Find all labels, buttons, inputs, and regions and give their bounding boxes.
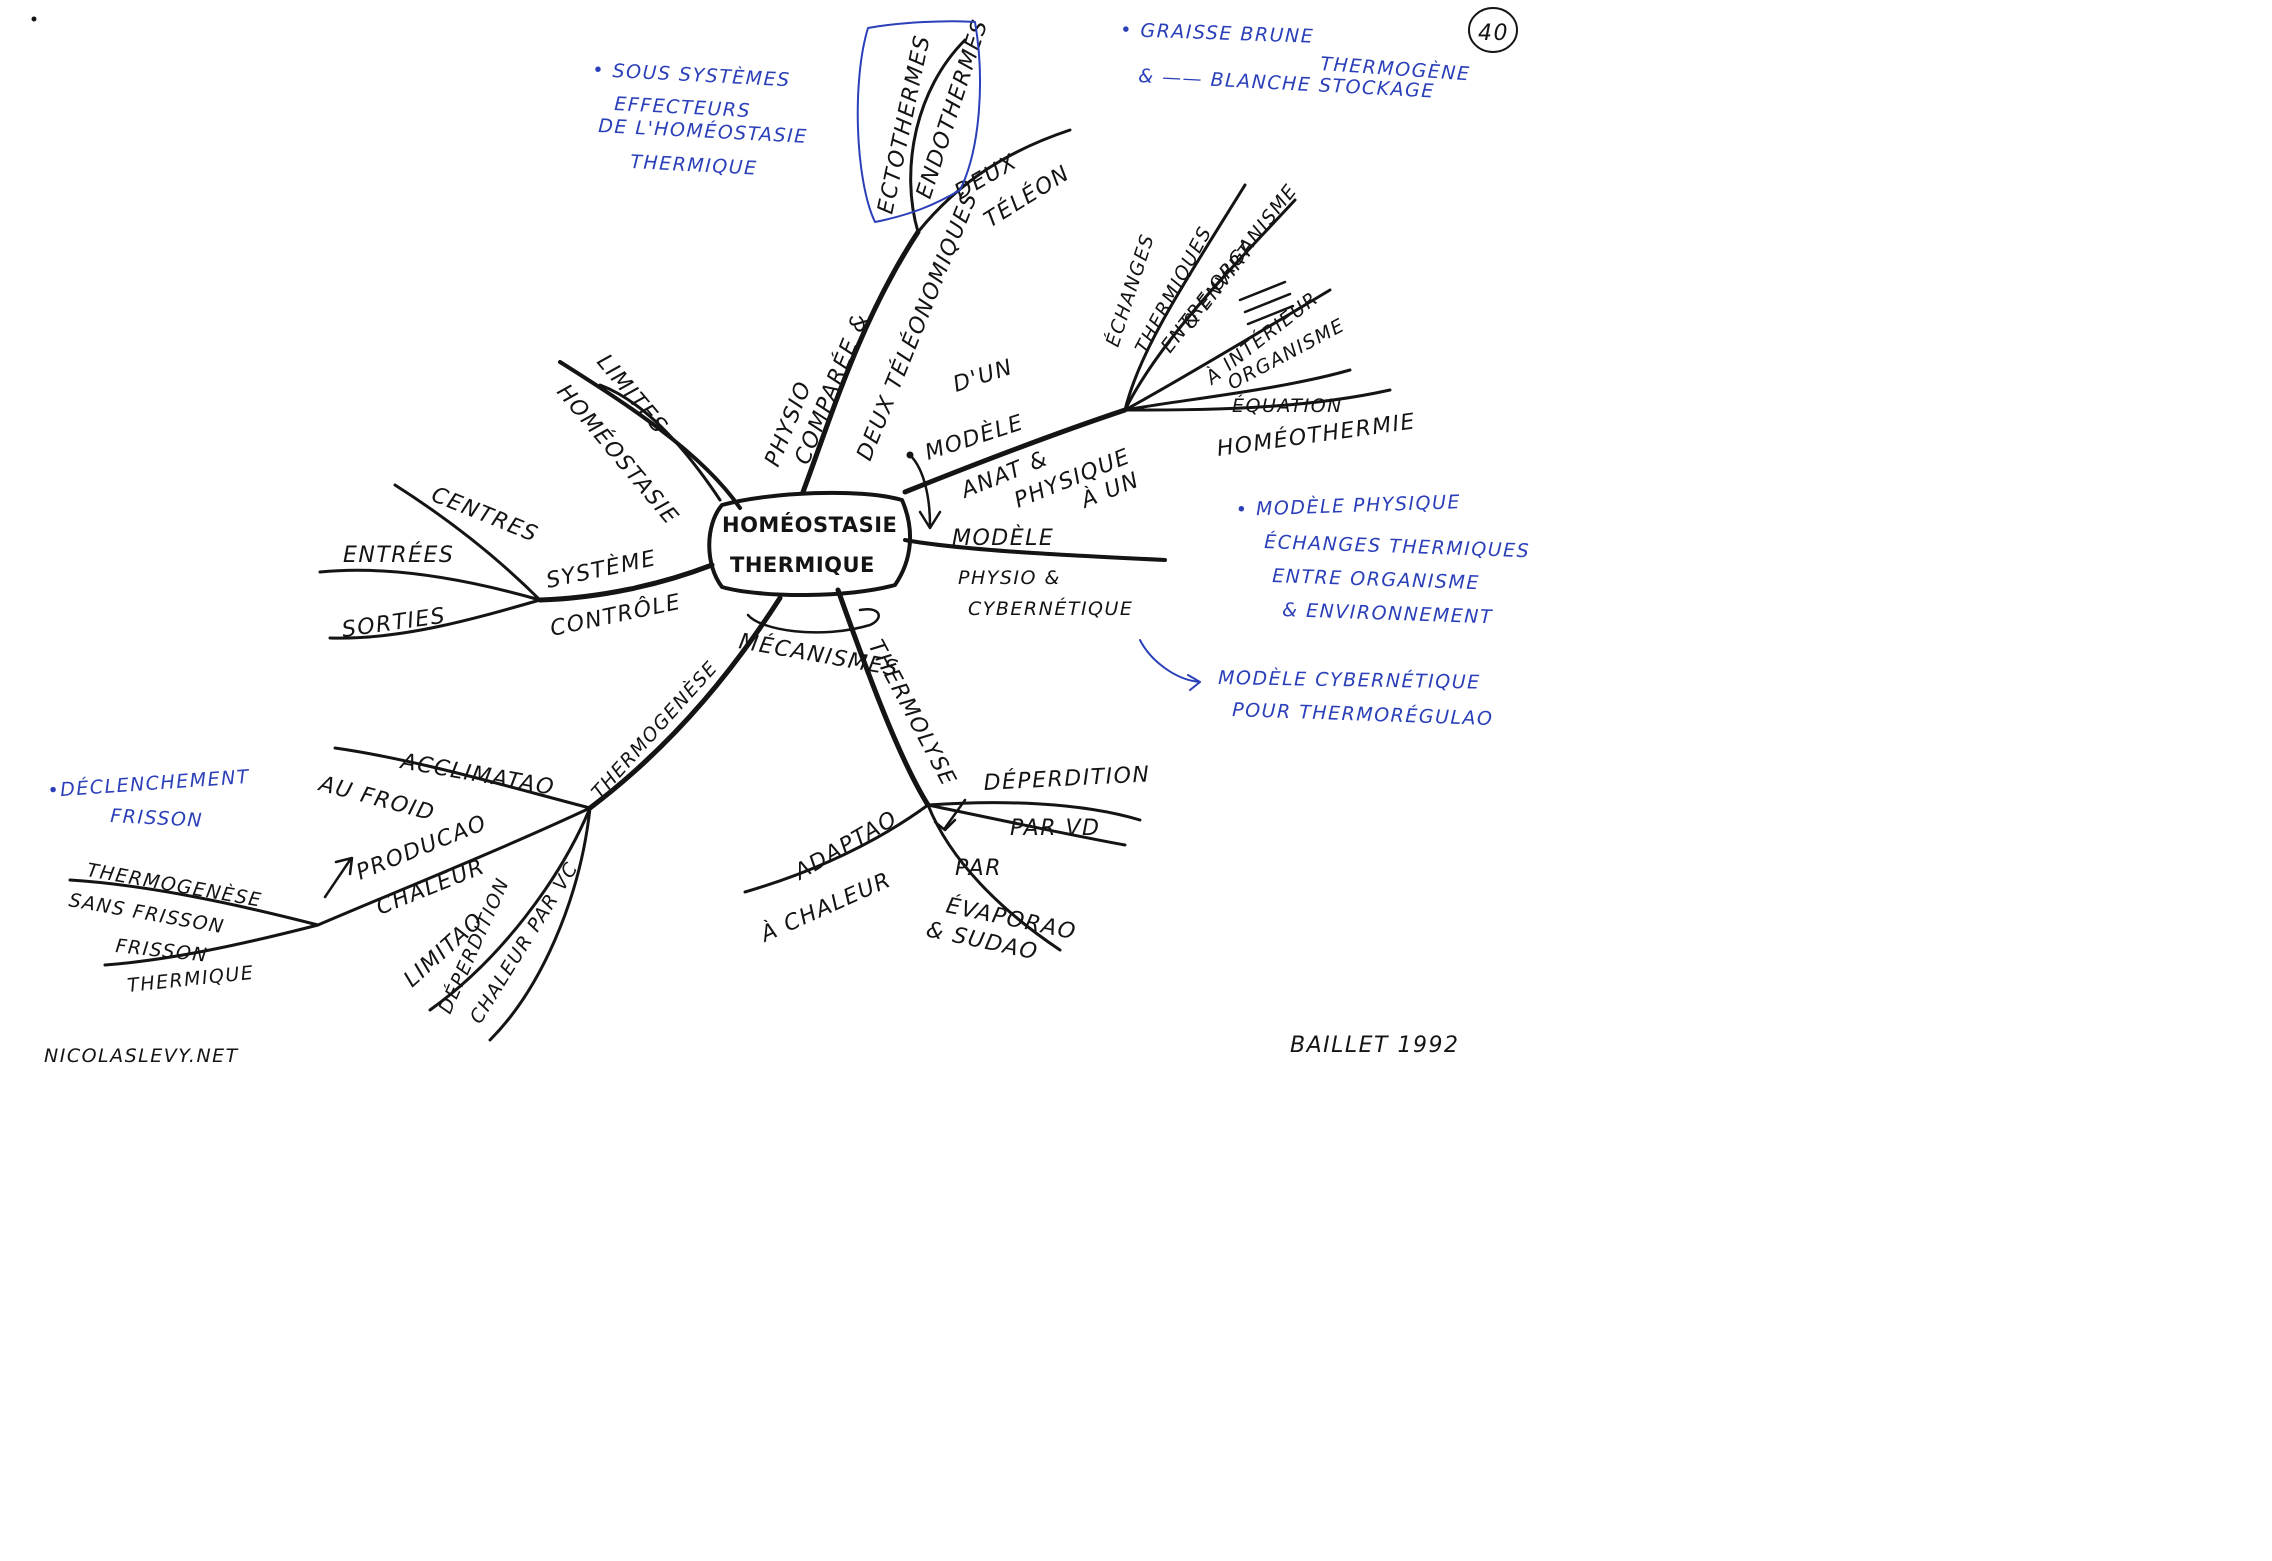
left-labels: SYSTÈME CONTRÔLE CENTRES ENTRÉES SORTIES bbox=[340, 482, 683, 643]
page-number-circle bbox=[1468, 7, 1518, 53]
page-number-text: 40 bbox=[1478, 21, 1509, 46]
note-sous-systemes-line4: THERMIQUE bbox=[630, 151, 758, 180]
branch-right-equation bbox=[1123, 368, 1352, 412]
note-modele-cyber-line2: POUR THERMORÉGULAO bbox=[1232, 698, 1494, 730]
branch-right-modele bbox=[903, 538, 1167, 562]
branch-bottom-left-frisson bbox=[103, 923, 320, 967]
label-deperdition-right: DÉPERDITION bbox=[983, 761, 1151, 796]
branch-lines bbox=[68, 38, 1392, 1042]
label-sorties: SORTIES bbox=[340, 604, 447, 643]
note-modele-physique: • MODÈLE PHYSIQUE ÉCHANGES THERMIQUES EN… bbox=[1235, 490, 1530, 628]
branch-bottom-right-adaptation bbox=[743, 803, 930, 894]
branch-left-sorties bbox=[328, 598, 542, 640]
note-modele-cyber: MODÈLE CYBERNÉTIQUE POUR THERMORÉGULAO bbox=[1139, 639, 1494, 730]
note-declenchement-line2: FRISSON bbox=[110, 805, 204, 832]
label-dun: D'UN bbox=[950, 355, 1016, 398]
branch-bottom-left-production bbox=[316, 806, 592, 927]
label-modele: MODÈLE bbox=[922, 409, 1027, 465]
note-sous-systemes-line1: • SOUS SYSTÈMES bbox=[592, 58, 792, 91]
note-graisse-line1: • GRAISSE BRUNE bbox=[1120, 19, 1315, 48]
equals-mark bbox=[1238, 280, 1295, 326]
branch-bottom-left bbox=[587, 595, 783, 811]
upper-left-labels: LIMITES HOMÉOSTASIE bbox=[551, 350, 684, 530]
branch-right-entre bbox=[1123, 198, 1297, 412]
branch-left-entrees bbox=[318, 568, 542, 602]
arrow-down-line bbox=[908, 453, 932, 527]
branch-bottom-right-deperdition bbox=[926, 801, 1142, 822]
production-arrow bbox=[323, 856, 354, 899]
branch-left bbox=[537, 562, 715, 603]
label-thermolyse: THERMOLYSE bbox=[863, 636, 961, 791]
branch-upper-left bbox=[558, 360, 742, 510]
page-number: 40 bbox=[1468, 7, 1518, 53]
label-par-vd: PAR VD bbox=[1010, 816, 1101, 841]
branch-top-deux bbox=[916, 128, 1072, 234]
label-au-froid: AU FROID bbox=[315, 771, 438, 826]
label-physio-cyber-2: CYBERNÉTIQUE bbox=[968, 597, 1133, 620]
note-modele-cyber-line1: MODÈLE CYBERNÉTIQUE bbox=[1218, 666, 1481, 694]
label-entrees: ENTRÉES bbox=[343, 542, 454, 568]
note-sous-systemes: • SOUS SYSTÈMES EFFECTEURS DE L'HOMÉOSTA… bbox=[592, 58, 809, 180]
label-physio-cyber-1: PHYSIO & bbox=[958, 567, 1061, 589]
note-modele-physique-line4: & ENVIRONNEMENT bbox=[1282, 599, 1494, 628]
ecto-endo-box bbox=[856, 20, 981, 223]
branch-bottom-left-deperdition bbox=[488, 806, 592, 1042]
note-modele-physique-line2: ÉCHANGES THERMIQUES bbox=[1264, 530, 1531, 562]
branch-upper-left-2 bbox=[598, 383, 722, 502]
corner-dot bbox=[31, 16, 37, 22]
cyber-arrow bbox=[1139, 639, 1201, 691]
central-title-line2: THERMIQUE bbox=[730, 553, 875, 577]
branch-bottom-left-limitation bbox=[428, 806, 592, 1012]
branch-top bbox=[800, 229, 921, 495]
branch-left-centres bbox=[393, 483, 542, 602]
label-frisson-2: THERMIQUE bbox=[126, 962, 255, 997]
branch-right-echanges bbox=[1123, 183, 1247, 412]
label-acclimatao: ACCLIMATAO bbox=[397, 749, 557, 801]
branch-bottom-left-thermo-sans bbox=[68, 878, 320, 927]
note-modele-physique-line1: • MODÈLE PHYSIQUE bbox=[1235, 490, 1461, 521]
branch-right-interieur bbox=[1123, 288, 1332, 412]
central-bubble bbox=[707, 490, 913, 597]
bottom-right-labels: THERMOLYSE DÉPERDITION PAR VD ADAPTAO À … bbox=[755, 636, 1151, 965]
note-modele-physique-line3: ENTRE ORGANISME bbox=[1272, 565, 1480, 594]
label-par: PAR bbox=[955, 856, 1002, 881]
footer-right: BAILLET 1992 bbox=[1290, 1033, 1459, 1058]
branch-right-homeothermie bbox=[1123, 388, 1392, 412]
label-centres: CENTRES bbox=[428, 482, 542, 547]
label-thermogenese: THERMOGENÈSE bbox=[587, 656, 723, 803]
footer-left: NICOLASLEVY.NET bbox=[44, 1045, 239, 1067]
mecanismes-loop bbox=[746, 607, 880, 634]
branch-bottom-right-vd bbox=[926, 803, 1127, 847]
note-graisse: • GRAISSE BRUNE THERMOGÈNE & —— BLANCHE … bbox=[1120, 19, 1471, 103]
arrow-down-head bbox=[918, 510, 942, 530]
top-branch-labels: PHYSIO COMPARÉE & DEUX TÉLÉONOMIQUES DEU… bbox=[760, 16, 1074, 470]
branch-top-endo bbox=[909, 38, 967, 234]
branch-right-upper bbox=[902, 407, 1128, 495]
label-modele2: MODÈLE bbox=[952, 525, 1054, 551]
branch-bottom-right bbox=[835, 587, 931, 808]
mind-map: HOMÉOSTASIE THERMIQUE PHYSIO COMPARÉE & … bbox=[31, 7, 1531, 1067]
label-a-chaleur: À CHALEUR bbox=[755, 867, 895, 949]
branch-bottom-left-acclimat bbox=[333, 746, 592, 810]
label-equation: ÉQUATION bbox=[1232, 394, 1343, 417]
note-declenchement-line1: •DÉCLENCHEMENT bbox=[47, 765, 251, 802]
thermolyse-arrow bbox=[933, 798, 967, 832]
central-node: HOMÉOSTASIE THERMIQUE bbox=[707, 490, 913, 597]
note-declenchement: •DÉCLENCHEMENT FRISSON bbox=[47, 765, 251, 832]
central-title-line1: HOMÉOSTASIE bbox=[722, 512, 897, 537]
